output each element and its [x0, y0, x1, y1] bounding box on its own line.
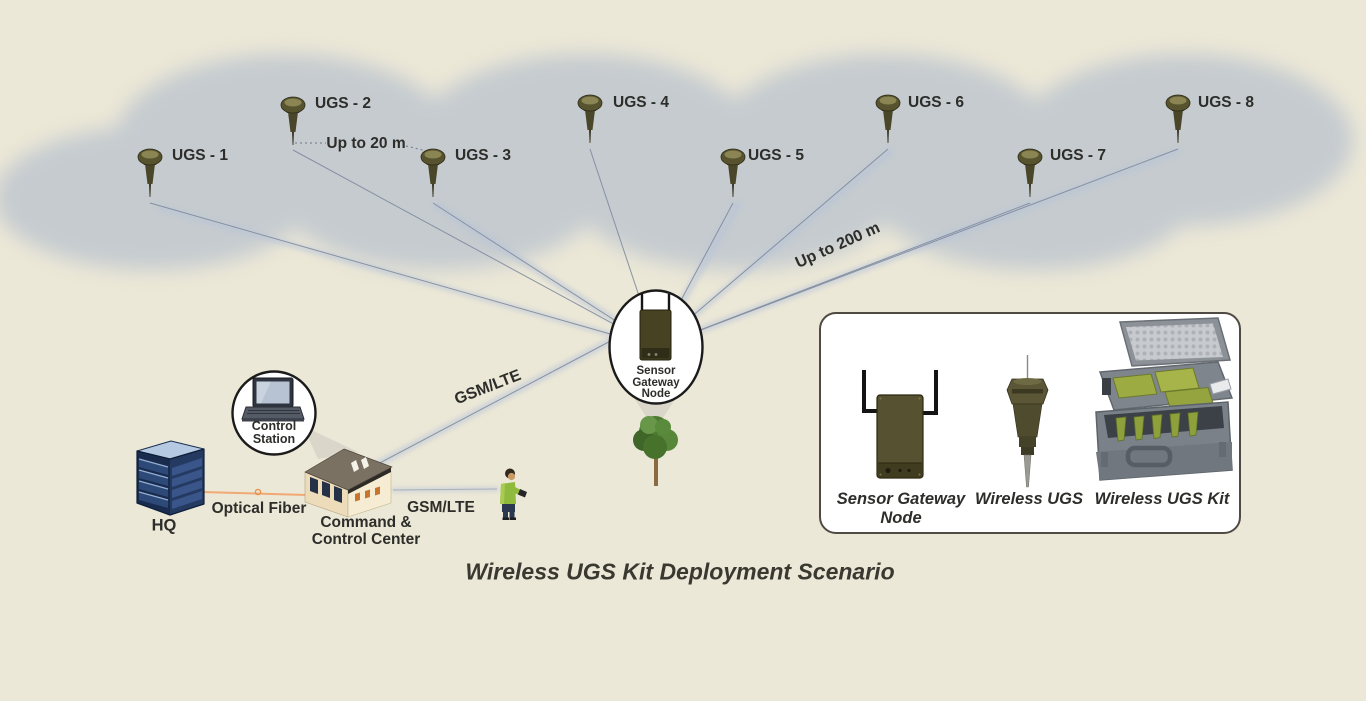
- tree-icon: [633, 416, 678, 486]
- gateway-node-label: Sensor Gateway Node: [632, 365, 680, 400]
- sensor-link-lines: [149, 148, 1179, 491]
- gateway-callout-cone: [634, 395, 678, 430]
- legend-gateway-node-label: Sensor Gateway Node: [836, 490, 966, 527]
- ugs-3-label: UGS - 3: [455, 147, 511, 164]
- command-center-label: Command & Control Center: [311, 514, 421, 548]
- ugs-5-label: UGS - 5: [748, 147, 804, 164]
- hq-label: HQ: [151, 516, 177, 535]
- legend-wireless-ugs-label: Wireless UGS: [974, 490, 1084, 508]
- ugs-4-label: UGS - 4: [613, 94, 669, 111]
- gateway-device-icon: [639, 294, 672, 361]
- optical-fiber-label: Optical Fiber: [211, 500, 307, 517]
- ugs-1-label: UGS - 1: [172, 147, 228, 164]
- ugs-7-label: UGS - 7: [1050, 147, 1106, 164]
- legend-gateway-node-icon: [862, 370, 938, 479]
- legend-panel: [819, 312, 1241, 534]
- optical-fiber-line: [201, 488, 308, 496]
- legend-wireless-ugs-icon: [1006, 355, 1049, 488]
- command-center-icon: [304, 448, 393, 518]
- range-short-label: Up to 20 m: [326, 135, 406, 152]
- diagram-title: Wireless UGS Kit Deployment Scenario: [465, 558, 895, 585]
- ugs-2-label: UGS - 2: [315, 95, 371, 112]
- ugs-6-label: UGS - 6: [908, 94, 964, 111]
- ugs-8-label: UGS - 8: [1198, 94, 1254, 111]
- control-station-label: Control Station: [251, 419, 297, 446]
- control-station-callout: [231, 370, 317, 456]
- legend-ugs-kit-icon: [1095, 317, 1234, 481]
- laptop-icon: [241, 377, 305, 422]
- gsm-lte-handheld-label: GSM/LTE: [407, 499, 475, 516]
- gateway-node-callout: [608, 289, 704, 405]
- server-rack-icon: [136, 440, 205, 516]
- person-icon: [500, 468, 527, 520]
- legend-ugs-kit-label: Wireless UGS Kit: [1094, 490, 1230, 508]
